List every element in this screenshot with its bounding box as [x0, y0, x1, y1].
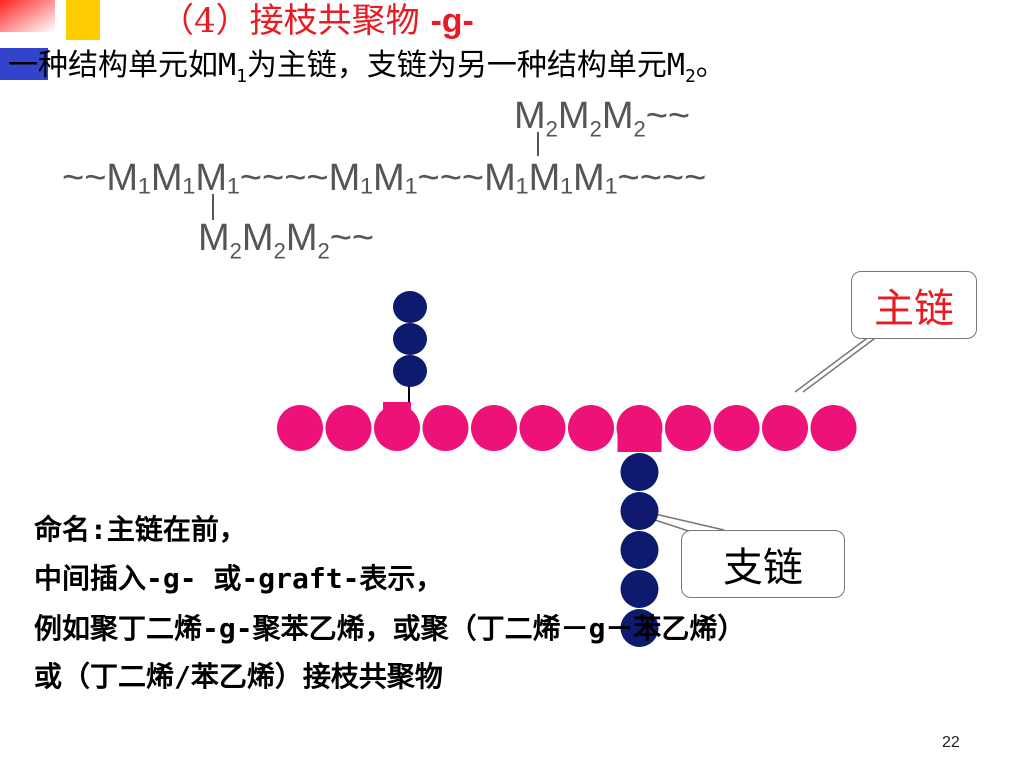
title-graft-symbol: -g- — [430, 2, 474, 40]
lower-branch-bead — [620, 609, 659, 647]
main-chain-bead — [519, 405, 566, 451]
main-chain-callout-pointer — [802, 335, 879, 393]
naming-line-4: 或（丁二烯/苯乙烯）接枝共聚物 — [34, 660, 443, 693]
formula-sub: 2 — [545, 116, 558, 142]
lower-branch-bead — [620, 453, 659, 491]
formula-main-chain: ~~M₁M₁M₁~~~~M₁M₁~~~M₁M₁M₁~~~~ — [62, 157, 707, 199]
naming-line-2: 中间插入-g- 或-graft-表示， — [34, 562, 444, 595]
definition-sub1: 1 — [236, 66, 247, 87]
upper-branch-bead — [393, 323, 427, 355]
lower-branch-bead — [620, 531, 659, 569]
definition-line: 一种结构单元如M1为主链，支链为另一种结构单元M2。 — [8, 48, 726, 95]
formula-tilde: ~~ — [645, 95, 691, 137]
naming-line-3: 例如聚丁二烯-g-聚苯乙烯，或聚（丁二烯－g－苯乙烯） — [34, 612, 746, 645]
formula-atom: M — [198, 217, 230, 259]
lower-branch-attachment — [617, 432, 662, 452]
main-chain-callout: 主链 — [851, 271, 977, 339]
formula-tilde: ~~ — [329, 217, 375, 259]
formula-bond-down — [212, 194, 214, 220]
formula-atom: M — [514, 95, 546, 137]
naming-line-1: 命名:主链在前， — [34, 513, 247, 546]
formula-sub: 2 — [229, 238, 242, 264]
lower-branch-bead — [620, 570, 659, 608]
upper-branch-attachment — [383, 402, 411, 422]
definition-part1: 一种结构单元如M — [8, 48, 237, 83]
upper-branch-bead — [393, 355, 427, 387]
formula-atom: M — [241, 217, 274, 259]
formula-atom: M — [557, 95, 590, 137]
formula-sub: 2 — [317, 238, 330, 264]
formula-sub: 2 — [633, 116, 646, 142]
main-chain-bead — [810, 405, 857, 451]
formula-top-branch: M2M2M2~~ — [514, 96, 690, 150]
formula-sub: 2 — [589, 116, 602, 142]
definition-sub2: 2 — [684, 66, 696, 87]
lower-branch-bead — [620, 492, 659, 530]
main-chain-bead — [471, 405, 517, 451]
corner-decoration — [0, 0, 100, 80]
formula-sub: 2 — [273, 238, 286, 264]
main-chain-callout-pointer — [794, 335, 871, 393]
main-chain-bead — [713, 405, 760, 451]
formula-atom: M — [601, 95, 634, 137]
main-chain-bead — [277, 405, 323, 451]
page-number: 22 — [942, 734, 960, 751]
upper-branch-bead — [393, 291, 427, 323]
main-chain-bead — [568, 405, 614, 451]
main-chain-bead — [665, 405, 711, 451]
branch-callout-pointer — [654, 513, 725, 531]
main-chain-bead — [422, 405, 469, 451]
title-text: （4）接枝共聚物 — [160, 1, 431, 41]
main-chain-bead — [762, 405, 808, 451]
slide-title: （4）接枝共聚物 -g- — [160, 2, 474, 40]
main-chain-bead — [325, 405, 372, 451]
definition-part3: 。 — [695, 48, 726, 83]
formula-atom: M — [285, 217, 318, 259]
formula-bond-up — [537, 132, 539, 156]
branch-callout: 支链 — [681, 530, 845, 598]
formula-bottom-branch: M2M2M2~~ — [198, 218, 374, 272]
definition-part2: 为主链，支链为另一种结构单元M — [246, 48, 685, 83]
